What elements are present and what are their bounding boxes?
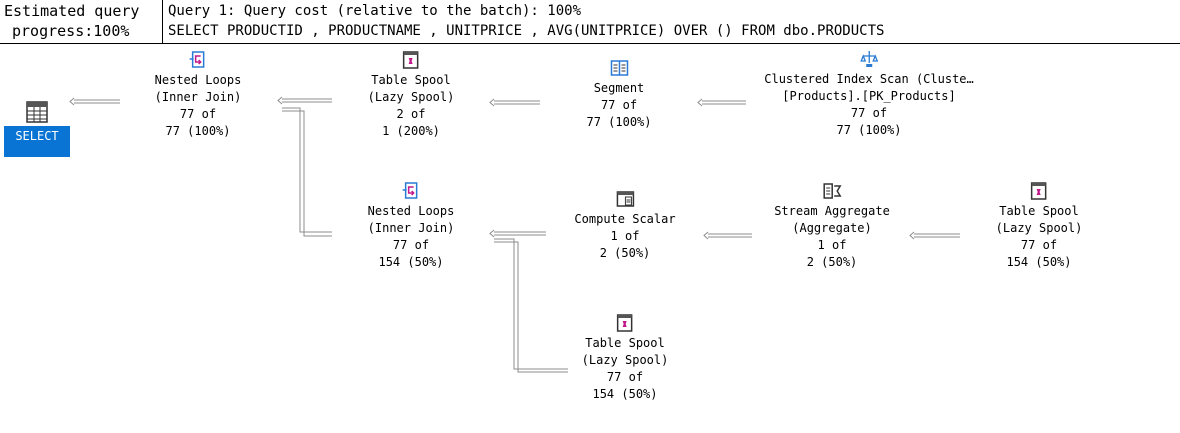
select-result-icon xyxy=(26,101,48,123)
node-title: Stream Aggregate xyxy=(774,204,890,218)
clustered-index-scan-icon xyxy=(860,51,878,67)
nested-loops-node-2[interactable]: Nested Loops (Inner Join) 77 of 154 (50%… xyxy=(367,181,455,271)
table-spool-node-3[interactable]: Table Spool (Lazy Spool) 77 of 154 (50%) xyxy=(581,313,669,403)
plan-connectors xyxy=(69,96,960,373)
node-subtitle: (Lazy Spool) xyxy=(581,353,669,367)
arrow-spool1-to-nl1 xyxy=(277,96,332,105)
clustered-index-scan-node[interactable]: Clustered Index Scan (Cluste… [Products]… xyxy=(764,49,974,139)
node-actual-rows: 1 of xyxy=(610,229,640,243)
table-spool-node-2[interactable]: Table Spool (Lazy Spool) 77 of 154 (50%) xyxy=(995,181,1083,271)
node-title: Nested Loops xyxy=(154,73,242,87)
node-title: Nested Loops xyxy=(367,204,455,218)
arrow-compute-to-nl2 xyxy=(489,229,546,238)
progress-label: Estimated query xyxy=(4,2,140,20)
query-cost-title: Query 1: Query cost (relative to the bat… xyxy=(168,3,582,19)
node-subtitle: [Products].[PK_Products] xyxy=(782,89,956,103)
estimated-progress-box: Estimated query progress:100% xyxy=(0,0,163,44)
node-estimate: 154 (50%) xyxy=(1006,255,1072,269)
node-estimate: 2 (50%) xyxy=(806,255,858,269)
node-title: Table Spool xyxy=(371,73,451,87)
node-actual-rows: 2 of xyxy=(396,107,426,121)
compute-scalar-node[interactable]: Compute Scalar 1 of 2 (50%) xyxy=(574,189,676,262)
stream-aggregate-icon xyxy=(823,183,842,199)
node-subtitle: (Lazy Spool) xyxy=(995,221,1083,235)
node-actual-rows: 77 of xyxy=(606,370,644,384)
arrow-scan-to-segment xyxy=(697,98,746,107)
node-title: Table Spool xyxy=(585,336,665,350)
node-estimate: 77 (100%) xyxy=(586,115,652,129)
select-node[interactable]: SELECT xyxy=(4,100,70,157)
node-actual-rows: 1 of xyxy=(817,238,847,252)
arrow-nl1-to-select xyxy=(69,97,120,106)
node-title: Clustered Index Scan (Cluste… xyxy=(764,72,974,86)
table-spool-icon xyxy=(1031,182,1047,200)
node-subtitle: (Inner Join) xyxy=(367,221,455,235)
select-label: SELECT xyxy=(4,126,70,157)
node-actual-rows: 77 of xyxy=(1020,238,1058,252)
node-actual-rows: 77 of xyxy=(600,98,638,112)
execution-plan-canvas[interactable]: SELECT Nested Loops (Inner Join) 77 of 7… xyxy=(0,44,1180,433)
query-text-box: Query 1: Query cost (relative to the bat… xyxy=(168,1,1180,44)
node-estimate: 2 (50%) xyxy=(599,246,651,260)
arrow-segment-to-spool1 xyxy=(489,98,540,107)
node-estimate: 154 (50%) xyxy=(378,255,444,269)
stream-aggregate-node[interactable]: Stream Aggregate (Aggregate) 1 of 2 (50%… xyxy=(774,181,890,271)
nested-loops-node-1[interactable]: Nested Loops (Inner Join) 77 of 77 (100%… xyxy=(154,50,242,140)
query-sql-text: SELECT PRODUCTID , PRODUCTNAME , UNITPRI… xyxy=(168,23,885,39)
node-subtitle: (Aggregate) xyxy=(792,221,872,235)
progress-value: progress:100% xyxy=(12,22,130,40)
node-title: Table Spool xyxy=(999,204,1079,218)
node-subtitle: (Inner Join) xyxy=(154,90,242,104)
node-title: Compute Scalar xyxy=(574,212,676,226)
arrow-nl2-to-nl1 xyxy=(282,107,332,237)
query-header: Estimated query progress:100% Query 1: Q… xyxy=(0,0,1180,44)
node-actual-rows: 77 of xyxy=(179,107,217,121)
arrow-aggregate-to-compute xyxy=(703,231,752,240)
nested-loops-icon xyxy=(402,182,418,199)
node-subtitle: (Lazy Spool) xyxy=(367,90,455,104)
nested-loops-icon xyxy=(189,51,205,68)
arrow-spool3-to-nl2 xyxy=(494,238,568,373)
node-estimate: 154 (50%) xyxy=(592,387,658,401)
node-estimate: 77 (100%) xyxy=(165,124,231,138)
node-estimate: 1 (200%) xyxy=(382,124,440,138)
table-spool-icon xyxy=(403,51,419,69)
arrow-spool2-to-aggregate xyxy=(909,231,960,240)
node-title: Segment xyxy=(593,81,645,95)
table-spool-node-1[interactable]: Table Spool (Lazy Spool) 2 of 1 (200%) xyxy=(367,50,455,140)
segment-icon xyxy=(610,60,628,76)
node-estimate: 77 (100%) xyxy=(836,123,902,137)
node-actual-rows: 77 of xyxy=(392,238,430,252)
table-spool-icon xyxy=(617,314,633,332)
node-actual-rows: 77 of xyxy=(850,106,888,120)
segment-node[interactable]: Segment 77 of 77 (100%) xyxy=(586,58,652,131)
compute-scalar-icon xyxy=(616,191,634,207)
